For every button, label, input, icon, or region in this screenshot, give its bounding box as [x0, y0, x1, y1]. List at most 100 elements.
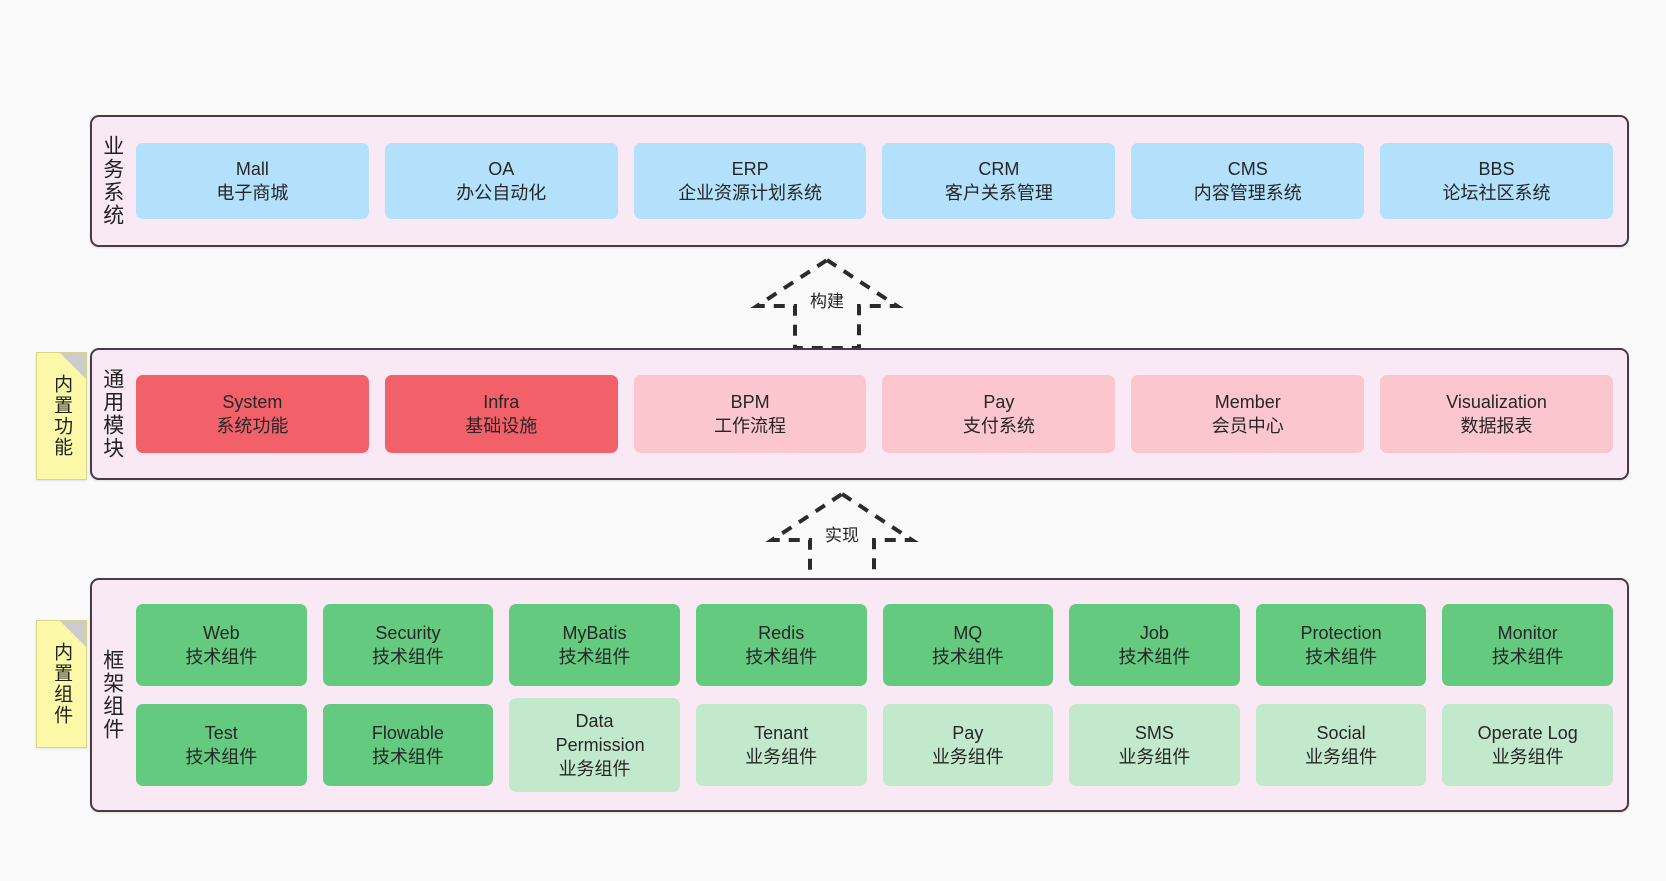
layer-row: System 系统功能 Infra 基础设施 BPM 工作流程 Pay 支付系统…	[136, 375, 1613, 453]
node-security[interactable]: Security 技术组件	[322, 604, 494, 686]
node-subtitle: 技术组件	[1118, 647, 1191, 667]
node-pay-component[interactable]: Pay 业务组件	[882, 704, 1054, 786]
node-social[interactable]: Social 业务组件	[1255, 704, 1427, 786]
node-title: Redis	[758, 622, 805, 643]
node-erp[interactable]: ERP 企业资源计划系统	[633, 143, 867, 219]
node-title: Pay	[952, 722, 984, 743]
layer-row: Mall 电子商城 OA 办公自动化 ERP 企业资源计划系统 CRM 客户关系…	[136, 143, 1613, 219]
note-builtin-function: 内置功能	[36, 352, 87, 480]
node-title: Web	[202, 622, 240, 643]
node-title: Infra	[483, 391, 520, 412]
layer-title-common-module: 通用模块	[100, 368, 124, 460]
node-subtitle: 系统功能	[216, 416, 289, 436]
node-infra[interactable]: Infra 基础设施	[384, 375, 618, 453]
node-pay[interactable]: Pay 支付系统	[882, 375, 1116, 453]
node-title: Flowable	[371, 722, 444, 743]
node-cms[interactable]: CMS 内容管理系统	[1131, 143, 1365, 219]
node-subtitle: 技术组件	[371, 647, 444, 667]
node-title: Operate Log	[1477, 722, 1578, 743]
node-title: Test	[204, 722, 238, 743]
node-subtitle: 技术组件	[931, 647, 1004, 667]
node-title: BPM	[730, 391, 770, 412]
node-subtitle: 业务组件	[1305, 747, 1378, 767]
layer-row: Test 技术组件 Flowable 技术组件 Data Permission …	[136, 698, 1613, 792]
note-builtin-component: 内置组件	[36, 620, 87, 748]
node-title: Tenant	[754, 722, 809, 743]
node-subtitle: 办公自动化	[456, 183, 547, 203]
node-title: System	[222, 391, 283, 412]
node-subtitle: 技术组件	[371, 747, 444, 767]
node-web[interactable]: Web 技术组件	[136, 604, 307, 686]
node-job[interactable]: Job 技术组件	[1069, 604, 1240, 686]
node-system[interactable]: System 系统功能	[136, 375, 369, 453]
layer-common-module: 通用模块 System 系统功能 Infra 基础设施 BPM 工作流程 Pay…	[90, 348, 1629, 480]
node-subtitle: 技术组件	[1491, 647, 1564, 667]
node-subtitle: 技术组件	[1305, 647, 1378, 667]
node-redis[interactable]: Redis 技术组件	[695, 604, 867, 686]
connector-build: 构建	[750, 256, 904, 351]
node-title: ERP	[731, 158, 769, 179]
node-subtitle: 会员中心	[1211, 416, 1284, 436]
node-subtitle: 企业资源计划系统	[678, 183, 823, 203]
node-title: Social	[1316, 722, 1366, 743]
node-crm[interactable]: CRM 客户关系管理	[882, 143, 1116, 219]
node-mq[interactable]: MQ 技术组件	[882, 604, 1054, 686]
node-data-permission[interactable]: Data Permission 业务组件	[509, 698, 680, 792]
node-oa[interactable]: OA 办公自动化	[384, 143, 618, 219]
note-label: 内置组件	[51, 642, 73, 726]
node-flowable[interactable]: Flowable 技术组件	[322, 704, 494, 786]
node-title: Mall	[235, 158, 269, 179]
node-bpm[interactable]: BPM 工作流程	[633, 375, 867, 453]
node-member[interactable]: Member 会员中心	[1131, 375, 1365, 453]
generalization-arrow-icon	[765, 491, 919, 584]
node-mybatis[interactable]: MyBatis 技术组件	[509, 604, 680, 686]
node-subtitle: 客户关系管理	[944, 183, 1053, 203]
layer-row: Web 技术组件 Security 技术组件 MyBatis 技术组件 Redi…	[136, 604, 1613, 686]
layer-body-common-module: System 系统功能 Infra 基础设施 BPM 工作流程 Pay 支付系统…	[132, 350, 1627, 478]
node-subtitle: 论坛社区系统	[1442, 183, 1551, 203]
node-operate-log[interactable]: Operate Log 业务组件	[1442, 704, 1613, 786]
node-title: Member	[1214, 391, 1281, 412]
node-title: Visualization	[1446, 391, 1547, 412]
node-subtitle: 数据报表	[1460, 416, 1533, 436]
layer-title-business-system: 业务系统	[100, 135, 124, 227]
node-title: MyBatis	[562, 622, 627, 643]
node-sms[interactable]: SMS 业务组件	[1069, 704, 1240, 786]
node-tenant[interactable]: Tenant 业务组件	[695, 704, 867, 786]
node-subtitle: 技术组件	[558, 647, 631, 667]
node-title: Security	[375, 622, 441, 643]
node-title: CMS	[1227, 158, 1268, 179]
layer-body-business-system: Mall 电子商城 OA 办公自动化 ERP 企业资源计划系统 CRM 客户关系…	[132, 117, 1627, 245]
layer-business-system: 业务系统 Mall 电子商城 OA 办公自动化 ERP 企业资源计划系统 CRM…	[90, 115, 1629, 247]
node-subtitle: 技术组件	[185, 747, 258, 767]
node-subtitle: 内容管理系统	[1193, 183, 1302, 203]
node-subtitle: 业务组件	[745, 747, 818, 767]
connector-label-implement: 实现	[825, 526, 859, 545]
node-title: OA	[488, 158, 515, 179]
node-subtitle: 业务组件	[1491, 747, 1564, 767]
node-title: Pay	[983, 391, 1015, 412]
node-title: CRM	[978, 158, 1020, 179]
node-monitor[interactable]: Monitor 技术组件	[1442, 604, 1613, 686]
node-subtitle: 支付系统	[962, 416, 1035, 436]
connector-implement: 实现	[765, 490, 919, 585]
node-title: Protection	[1300, 622, 1382, 643]
node-mall[interactable]: Mall 电子商城	[136, 143, 369, 219]
node-subtitle: 业务组件	[931, 747, 1004, 767]
node-subtitle: 技术组件	[185, 647, 258, 667]
node-protection[interactable]: Protection 技术组件	[1255, 604, 1427, 686]
layer-title-framework-component: 框架组件	[100, 649, 124, 741]
layer-framework-component: 框架组件 Web 技术组件 Security 技术组件 MyBatis 技术组件…	[90, 578, 1629, 812]
note-label: 内置功能	[51, 374, 73, 458]
node-visualization[interactable]: Visualization 数据报表	[1380, 375, 1613, 453]
generalization-arrow-icon	[750, 257, 904, 350]
node-title: Job	[1139, 622, 1169, 643]
node-subtitle: 业务组件	[1118, 747, 1191, 767]
node-bbs[interactable]: BBS 论坛社区系统	[1380, 143, 1613, 219]
node-subtitle: 基础设施	[465, 416, 538, 436]
node-subtitle: 电子商城	[216, 183, 289, 203]
node-subtitle: 业务组件	[558, 759, 631, 780]
node-test[interactable]: Test 技术组件	[136, 704, 307, 786]
node-title: MQ	[953, 622, 983, 643]
